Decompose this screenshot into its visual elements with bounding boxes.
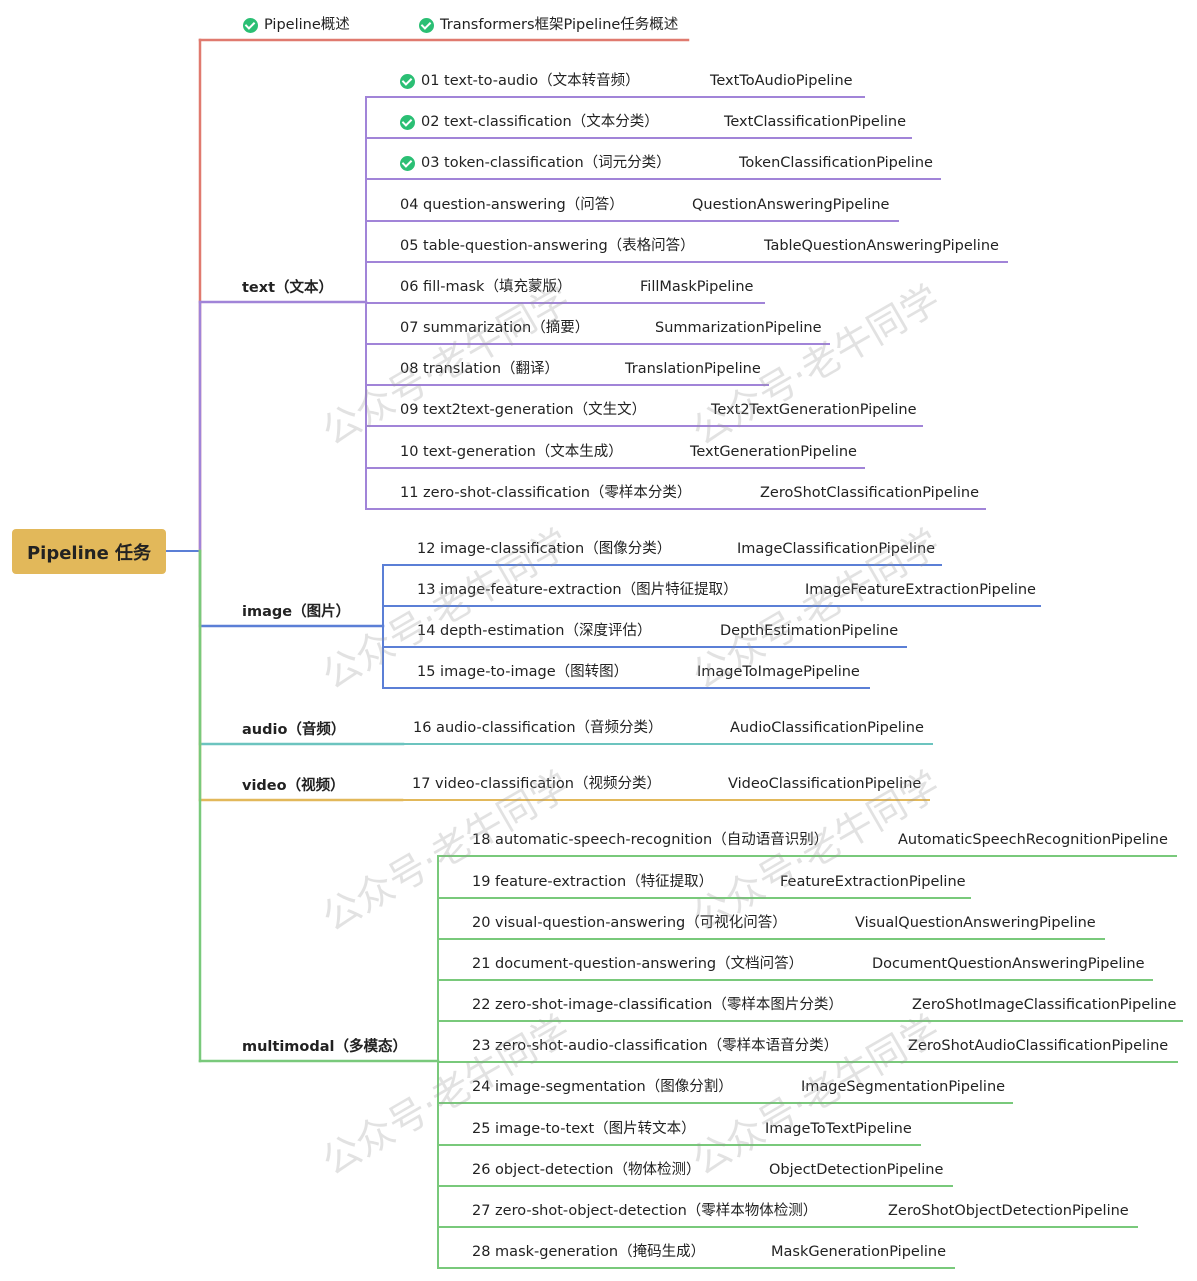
task-label[interactable]: 17 video-classification（视频分类）: [412, 776, 661, 792]
branch-label-multimodal[interactable]: multimodal（多模态）: [242, 1039, 408, 1055]
task-label[interactable]: 26 object-detection（物体检测）: [472, 1162, 701, 1178]
task-label[interactable]: 21 document-question-answering（文档问答）: [472, 956, 804, 972]
task-label[interactable]: 27 zero-shot-object-detection（零样本物体检测）: [472, 1203, 818, 1219]
root-node[interactable]: Pipeline 任务: [12, 529, 166, 574]
task-label[interactable]: 03 token-classification（词元分类）: [421, 155, 671, 171]
pipeline-class-label[interactable]: FeatureExtractionPipeline: [780, 874, 966, 890]
pipeline-class-label[interactable]: DocumentQuestionAnsweringPipeline: [872, 956, 1145, 972]
pipeline-class-label[interactable]: TokenClassificationPipeline: [739, 155, 933, 171]
pipeline-class-label[interactable]: ZeroShotAudioClassificationPipeline: [908, 1038, 1169, 1054]
root-label: Pipeline 任务: [26, 542, 152, 564]
task-label[interactable]: 12 image-classification（图像分类）: [417, 541, 672, 557]
task-label[interactable]: 10 text-generation（文本生成）: [400, 444, 623, 460]
pipeline-class-label[interactable]: TextClassificationPipeline: [724, 114, 907, 130]
pipeline-class-label[interactable]: DepthEstimationPipeline: [720, 623, 899, 639]
task-label[interactable]: 22 zero-shot-image-classification（零样本图片分…: [472, 997, 843, 1013]
pipeline-class-label[interactable]: ZeroShotObjectDetectionPipeline: [888, 1203, 1129, 1219]
pipeline-class-label[interactable]: MaskGenerationPipeline: [771, 1244, 946, 1260]
pipeline-class-label[interactable]: QuestionAnsweringPipeline: [692, 197, 890, 213]
pipeline-class-label[interactable]: Text2TextGenerationPipeline: [711, 402, 917, 418]
task-label[interactable]: 09 text2text-generation（文生文）: [400, 402, 647, 418]
pipeline-class-label[interactable]: VideoClassificationPipeline: [728, 776, 922, 792]
check-icon: [400, 115, 415, 130]
pipeline-class-label[interactable]: ImageClassificationPipeline: [737, 541, 936, 557]
pipeline-class-label[interactable]: ImageToTextPipeline: [765, 1121, 912, 1137]
task-label[interactable]: 16 audio-classification（音频分类）: [413, 720, 663, 736]
task-label[interactable]: 19 feature-extraction（特征提取）: [472, 874, 714, 890]
pipeline-class-label[interactable]: TranslationPipeline: [625, 361, 761, 377]
pipeline-class-label[interactable]: ZeroShotImageClassificationPipeline: [912, 997, 1177, 1013]
task-label[interactable]: 05 table-question-answering（表格问答）: [400, 238, 695, 254]
overview-item[interactable]: Pipeline概述: [264, 17, 350, 33]
pipeline-class-label[interactable]: AudioClassificationPipeline: [730, 720, 924, 736]
task-label[interactable]: 01 text-to-audio（文本转音频）: [421, 73, 640, 89]
task-label[interactable]: 02 text-classification（文本分类）: [421, 114, 659, 130]
task-label[interactable]: 06 fill-mask（填充蒙版）: [400, 279, 572, 295]
pipeline-class-label[interactable]: TextToAudioPipeline: [710, 73, 853, 89]
branch-label-text[interactable]: text（文本）: [242, 280, 334, 296]
check-icon: [400, 74, 415, 89]
branch-label-image[interactable]: image（图片）: [242, 604, 351, 620]
pipeline-class-label[interactable]: TextGenerationPipeline: [690, 444, 857, 460]
task-label[interactable]: 08 translation（翻译）: [400, 361, 560, 377]
check-icon: [400, 156, 415, 171]
branch-label-audio[interactable]: audio（音频）: [242, 722, 346, 738]
task-label[interactable]: 13 image-feature-extraction（图片特征提取）: [417, 582, 738, 598]
branch-label-video[interactable]: video（视频）: [242, 778, 345, 794]
task-label[interactable]: 15 image-to-image（图转图）: [417, 664, 629, 680]
pipeline-class-label[interactable]: ImageSegmentationPipeline: [801, 1079, 1006, 1095]
pipeline-class-label[interactable]: ObjectDetectionPipeline: [769, 1162, 944, 1178]
pipeline-class-label[interactable]: TableQuestionAnsweringPipeline: [764, 238, 999, 254]
task-label[interactable]: 07 summarization（摘要）: [400, 320, 590, 336]
pipeline-class-label[interactable]: AutomaticSpeechRecognitionPipeline: [898, 832, 1168, 848]
task-label[interactable]: 24 image-segmentation（图像分割）: [472, 1079, 733, 1095]
check-icon: [419, 18, 434, 33]
task-label[interactable]: 11 zero-shot-classification（零样本分类）: [400, 485, 692, 501]
task-label[interactable]: 18 automatic-speech-recognition（自动语音识别）: [472, 832, 829, 848]
task-label[interactable]: 04 question-answering（问答）: [400, 197, 624, 213]
overview-item[interactable]: Transformers框架Pipeline任务概述: [440, 17, 679, 33]
pipeline-class-label[interactable]: SummarizationPipeline: [655, 320, 822, 336]
check-icon: [243, 18, 258, 33]
task-label[interactable]: 14 depth-estimation（深度评估）: [417, 623, 652, 639]
pipeline-class-label[interactable]: ZeroShotClassificationPipeline: [760, 485, 980, 501]
task-label[interactable]: 28 mask-generation（掩码生成）: [472, 1244, 706, 1260]
pipeline-class-label[interactable]: ImageToImagePipeline: [697, 664, 860, 680]
task-label[interactable]: 20 visual-question-answering（可视化问答）: [472, 915, 787, 931]
pipeline-class-label[interactable]: VisualQuestionAnsweringPipeline: [855, 915, 1096, 931]
pipeline-class-label[interactable]: FillMaskPipeline: [640, 279, 754, 295]
pipeline-class-label[interactable]: ImageFeatureExtractionPipeline: [805, 582, 1036, 598]
task-label[interactable]: 23 zero-shot-audio-classification（零样本语音分…: [472, 1038, 839, 1054]
task-label[interactable]: 25 image-to-text（图片转文本）: [472, 1121, 696, 1137]
